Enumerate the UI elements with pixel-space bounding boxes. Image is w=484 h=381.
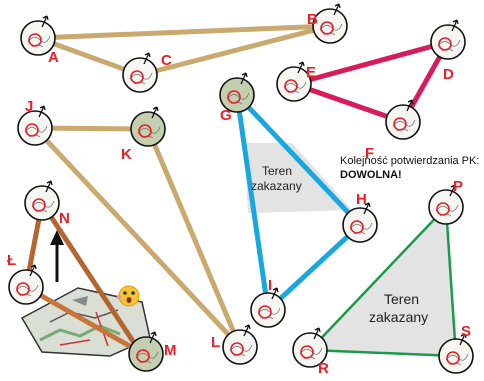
control-point-m: [128, 331, 164, 372]
route-tan-jkl: [32, 125, 243, 350]
forbidden-zone-1: [244, 143, 352, 213]
surprised-face-icon: [116, 285, 140, 307]
control-point-a: [20, 15, 56, 56]
control-point-r: [292, 327, 328, 368]
label-h: H: [356, 191, 367, 208]
control-point-e: [276, 61, 312, 102]
route-tan-abc: [35, 23, 333, 78]
label-k: K: [121, 146, 132, 163]
control-point-l-stroke: [8, 264, 44, 305]
control-point-k: [130, 106, 166, 147]
label-l: L: [211, 334, 220, 351]
order-note-line2: DOWOLNA!: [340, 169, 402, 181]
zone2-text-line1: Teren: [384, 291, 419, 307]
label-a: A: [48, 49, 59, 66]
label-j: J: [25, 98, 33, 115]
label-i: I: [268, 277, 272, 294]
control-point-i: [250, 287, 286, 328]
label-c: C: [161, 52, 172, 69]
label-l-stroke: Ł: [7, 252, 16, 269]
forbidden-zone-2: [310, 207, 456, 356]
route-green-prs: [308, 205, 458, 358]
route-magenta-def: [291, 39, 451, 125]
control-point-s: [438, 333, 474, 374]
label-n: N: [59, 210, 70, 227]
label-d: D: [443, 66, 454, 83]
label-p: P: [453, 178, 463, 195]
route-blue-ghi: [234, 92, 363, 313]
control-point-n: [24, 180, 60, 221]
zone2-text-line2: zakazany: [369, 309, 428, 325]
control-point-b: [312, 3, 348, 44]
control-point-j: [17, 105, 53, 146]
control-point-h: [342, 202, 378, 243]
control-point-c: [122, 52, 158, 93]
control-point-p: [428, 184, 464, 225]
order-note-line1: Kolejność potwierdzania PK:: [340, 155, 479, 167]
label-e: E: [306, 64, 316, 81]
label-b: B: [307, 11, 318, 28]
label-g: G: [220, 107, 232, 124]
control-point-l: [222, 324, 258, 365]
label-m: M: [164, 342, 177, 359]
control-points-layer: [8, 3, 474, 374]
zone1-text-line2: zakazany: [251, 179, 302, 193]
control-point-d: [430, 19, 466, 60]
zone1-text-line1: Teren: [262, 164, 292, 178]
label-f: F: [365, 145, 374, 162]
label-s: S: [461, 323, 471, 340]
control-point-g: [219, 72, 255, 113]
control-point-f: [385, 99, 421, 140]
label-r: R: [318, 360, 329, 377]
up-arrow-icon: [50, 230, 64, 282]
